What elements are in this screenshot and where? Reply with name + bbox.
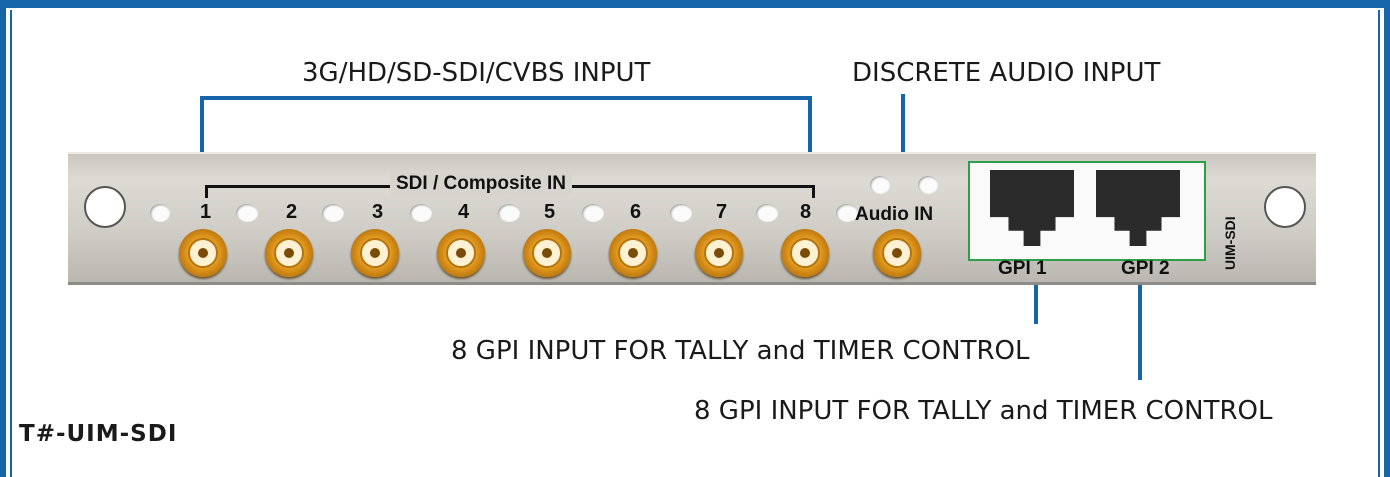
input-number: 6 xyxy=(630,201,642,223)
led-hole xyxy=(498,204,520,222)
sdi-input-connector-5 xyxy=(523,229,571,277)
led-hole xyxy=(836,204,858,222)
right-mount-hole xyxy=(1264,186,1306,228)
led-hole xyxy=(756,204,778,222)
input-number: 5 xyxy=(544,201,556,223)
input-number: 3 xyxy=(372,201,384,223)
led-hole xyxy=(582,204,604,222)
sdi-input-connector-3 xyxy=(351,229,399,277)
frame-inner-left-border xyxy=(10,10,12,477)
gpi1-label: GPI 1 xyxy=(998,258,1047,279)
led-hole xyxy=(236,204,258,222)
audio-in-label: Audio IN xyxy=(855,204,934,225)
input-number: 2 xyxy=(286,201,298,223)
gpi1-callout: 8 GPI INPUT FOR TALLY and TIMER CONTROL xyxy=(451,336,1030,366)
uim-sdi-side-label: UIM-SDI xyxy=(1222,216,1238,270)
frame-left-border xyxy=(0,0,6,477)
sdi-input-connector-2 xyxy=(265,229,313,277)
led-hole xyxy=(322,204,344,222)
gpi2-label: GPI 2 xyxy=(1121,258,1170,279)
input-number: 8 xyxy=(800,201,812,223)
sdi-input-connector-1 xyxy=(179,229,227,277)
audio-input-callout: DISCRETE AUDIO INPUT xyxy=(852,58,1161,88)
input-number: 7 xyxy=(716,201,728,223)
gpi2-callout: 8 GPI INPUT FOR TALLY and TIMER CONTROL xyxy=(694,396,1273,426)
sdi-input-connector-7 xyxy=(695,229,743,277)
led-hole xyxy=(410,204,432,222)
sdi-input-connector-8 xyxy=(781,229,829,277)
audio-input-connector xyxy=(873,229,921,277)
model-name: T#-UIM-SDI xyxy=(19,421,178,447)
led-hole xyxy=(150,204,170,222)
sdi-input-connector-6 xyxy=(609,229,657,277)
frame-inner-right-border xyxy=(1378,10,1380,477)
input-number: 1 xyxy=(200,201,212,223)
sdi-callout-line-top xyxy=(200,96,812,100)
led-hole xyxy=(870,176,890,194)
sdi-input-callout: 3G/HD/SD-SDI/CVBS INPUT xyxy=(302,58,651,88)
input-number: 4 xyxy=(458,201,470,223)
sdi-composite-label: SDI / Composite IN xyxy=(390,173,572,195)
frame-top-border xyxy=(0,0,1390,8)
sdi-input-connector-4 xyxy=(437,229,485,277)
led-hole xyxy=(918,176,938,194)
frame-right-border xyxy=(1384,0,1390,477)
gpi2-callout-line xyxy=(1138,236,1142,380)
led-hole xyxy=(670,204,692,222)
left-mount-hole xyxy=(84,186,126,228)
